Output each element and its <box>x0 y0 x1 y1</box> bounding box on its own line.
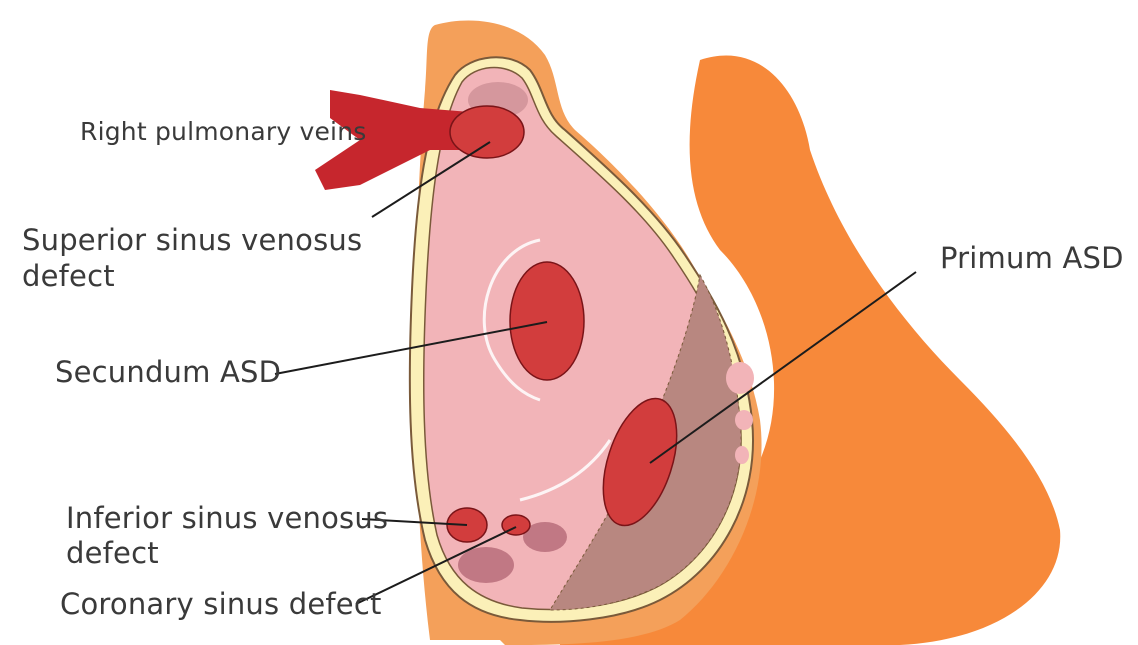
valve-bump-3 <box>735 446 749 464</box>
label-inferior-sinus-venosus-2: defect <box>66 536 159 570</box>
inferior-defect-shadow <box>458 547 514 583</box>
valve-bump-1 <box>726 362 754 394</box>
label-coronary-sinus-defect: Coronary sinus defect <box>60 587 382 621</box>
valve-bump-2 <box>735 410 753 430</box>
label-superior-sinus-venosus-1: Superior sinus venosus <box>22 223 362 257</box>
superior-sinus-venosus-defect <box>450 106 524 158</box>
label-inferior-sinus-venosus-1: Inferior sinus venosus <box>66 501 388 535</box>
label-superior-sinus-venosus-2: defect <box>22 259 115 293</box>
label-right-pulmonary-veins: Right pulmonary veins <box>80 117 366 146</box>
label-secundum-asd: Secundum ASD <box>55 355 281 389</box>
secundum-asd-defect <box>510 262 584 380</box>
label-primum-asd: Primum ASD <box>940 241 1124 275</box>
